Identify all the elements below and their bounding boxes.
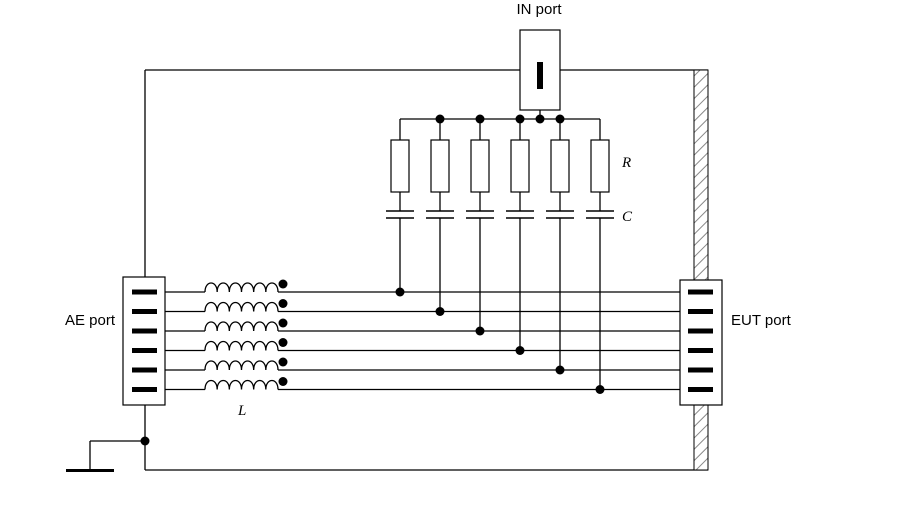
ground-junction-dot — [140, 436, 150, 446]
ae-port-label: AE port — [65, 312, 116, 329]
in-port-pin — [537, 62, 543, 89]
line-5-coil-dot — [278, 357, 288, 367]
ae-pin-3 — [132, 328, 157, 334]
top-bus-dot-4 — [535, 114, 545, 124]
signal-lines — [165, 279, 680, 394]
inductor-4 — [204, 340, 279, 351]
inductor-2 — [204, 301, 279, 312]
ae-port-connector — [122, 276, 166, 406]
ae-pin-4 — [132, 348, 157, 353]
capacitor-label: C — [622, 209, 633, 225]
top-bus-dot-2 — [475, 114, 485, 124]
eut-pin-3 — [688, 328, 713, 334]
eut-pin-2 — [688, 309, 713, 314]
eut-pin-1 — [688, 289, 713, 295]
resistor-6 — [590, 139, 610, 193]
eut-pin-6 — [688, 387, 713, 392]
eut-port-label: EUT port — [731, 312, 792, 329]
resistor-2 — [430, 139, 450, 193]
line-3-coil-dot — [278, 318, 288, 328]
eut-port-connector — [679, 279, 723, 406]
inductor-5 — [204, 360, 279, 371]
in-port-label: IN port — [516, 1, 562, 18]
resistor-5 — [550, 139, 570, 193]
top-bus-dot-1 — [435, 114, 445, 124]
eut-pin-5 — [688, 367, 713, 373]
line-6-coil-dot — [278, 377, 288, 386]
top-bus-dot-3 — [515, 114, 525, 124]
ae-pin-5 — [132, 367, 157, 373]
line-4-branch-junction — [515, 346, 525, 355]
ae-pin-1 — [132, 289, 157, 295]
resistor-4 — [510, 139, 530, 193]
line-4-coil-dot — [278, 338, 288, 347]
inductor-1 — [204, 282, 279, 293]
line-6-branch-junction — [595, 385, 605, 394]
line-1-coil-dot — [278, 279, 288, 289]
eut-pin-4 — [688, 348, 713, 353]
inductor-label: L — [237, 403, 246, 419]
resistor-1 — [390, 139, 410, 193]
resistor-3 — [470, 139, 490, 193]
shield-wall — [693, 69, 709, 281]
ae-port-pins — [132, 289, 157, 392]
line-1-branch-junction — [395, 287, 405, 297]
eut-port-pins — [688, 289, 713, 392]
shield-wall-lower — [693, 404, 709, 471]
line-5-branch-junction — [555, 365, 565, 375]
ground-symbol — [66, 469, 114, 472]
line-2-coil-dot — [278, 299, 288, 308]
inductors — [204, 282, 279, 390]
inductor-3 — [204, 321, 279, 332]
ae-pin-2 — [132, 309, 157, 314]
resistor-label: R — [621, 155, 631, 171]
line-2-branch-junction — [435, 307, 445, 316]
top-bus-dot-5 — [555, 114, 565, 124]
line-3-branch-junction — [475, 326, 485, 336]
rc-branches — [386, 114, 614, 390]
ae-pin-6 — [132, 387, 157, 392]
inductor-6 — [204, 379, 279, 390]
